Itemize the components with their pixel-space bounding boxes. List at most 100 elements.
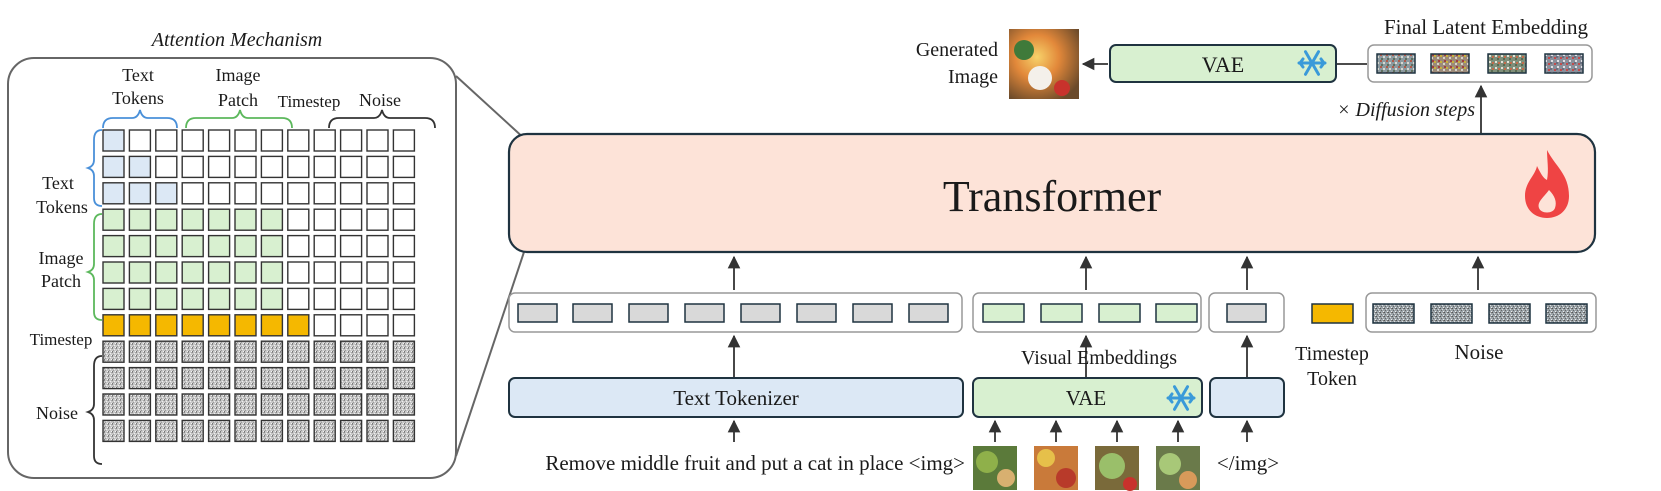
attention-cell xyxy=(181,208,204,231)
attention-cell xyxy=(155,393,178,416)
attention-cell xyxy=(207,419,231,443)
final-latent-label: Final Latent Embedding xyxy=(1384,15,1589,39)
attention-cell xyxy=(392,234,416,258)
attention-cell xyxy=(128,155,152,179)
attention-cell xyxy=(392,393,416,416)
attention-cell xyxy=(313,261,336,284)
attention-cell xyxy=(102,129,125,152)
attention-cell xyxy=(181,340,204,363)
attention-cell xyxy=(207,129,231,152)
text-token xyxy=(628,303,669,323)
generated-image-label-line1: Generated xyxy=(916,39,998,61)
attention-cell xyxy=(155,155,178,179)
text-token xyxy=(572,303,613,323)
attention-cell xyxy=(181,155,204,179)
input-image-patch-3 xyxy=(1095,446,1139,491)
attention-cell xyxy=(313,208,336,231)
noise-label: Noise xyxy=(1455,340,1504,364)
attention-cell xyxy=(128,208,152,231)
attention-cell xyxy=(155,208,178,231)
attention-cell xyxy=(313,287,336,311)
attention-cell xyxy=(128,129,152,152)
attention-cell xyxy=(260,366,284,390)
attention-cell xyxy=(392,287,416,311)
attention-cell xyxy=(287,287,310,311)
attention-cell xyxy=(260,155,284,179)
attention-cell xyxy=(207,208,231,231)
attention-cell xyxy=(207,340,231,363)
text-token xyxy=(852,303,893,323)
attention-cell xyxy=(181,366,204,390)
text-token-container xyxy=(508,292,963,333)
text-tokenizer-box xyxy=(508,377,964,418)
col-label-image-patch-line1: Image xyxy=(216,65,261,85)
attention-cell xyxy=(339,155,363,179)
attention-cell xyxy=(102,155,125,179)
attention-cell xyxy=(207,366,231,390)
attention-cell xyxy=(287,340,310,363)
attention-cell xyxy=(366,366,389,390)
attention-cell xyxy=(339,419,363,443)
attention-cell xyxy=(313,340,336,363)
text-tokenizer-label: Text Tokenizer xyxy=(673,386,799,410)
vae-decoder-box xyxy=(1109,44,1337,83)
attention-cell xyxy=(155,340,178,363)
attention-cell xyxy=(102,287,125,311)
attention-cell xyxy=(207,182,231,205)
col-label-text-tokens-line2: Tokens xyxy=(112,88,164,108)
attention-cell xyxy=(287,261,310,284)
row-brace-text xyxy=(85,129,103,207)
row-brace-image xyxy=(85,213,103,321)
attention-cell xyxy=(366,129,389,152)
attention-cell xyxy=(102,234,125,258)
row-label-text-tokens-line1: Text xyxy=(42,173,74,193)
attention-cell xyxy=(234,314,257,337)
attention-cell xyxy=(128,366,152,390)
attention-cell xyxy=(102,261,125,284)
input-image-patch-4 xyxy=(1156,446,1200,490)
attention-grid xyxy=(102,129,416,443)
attention-cell xyxy=(339,129,363,152)
row-brace-noise xyxy=(85,355,103,465)
final-latent-token-1 xyxy=(1376,53,1416,74)
attention-cell xyxy=(181,234,204,258)
attention-cell xyxy=(392,182,416,205)
attention-cell xyxy=(287,208,310,231)
endtag-tokenizer-box xyxy=(1209,377,1285,418)
vae-encoder-label: VAE xyxy=(1066,386,1106,410)
attention-cell xyxy=(339,314,363,337)
visual-token-container xyxy=(972,292,1202,333)
noise-token xyxy=(1545,303,1588,324)
visual-token xyxy=(1155,303,1198,323)
attention-cell xyxy=(392,340,416,363)
transformer-block xyxy=(507,132,1597,254)
prompt-text: Remove middle fruit and put a cat in pla… xyxy=(545,451,965,475)
col-label-noise: Noise xyxy=(359,90,401,110)
attention-title: Attention Mechanism xyxy=(150,29,323,51)
attention-cell xyxy=(102,340,125,363)
generated-image-strawberry xyxy=(1054,80,1070,96)
attention-cell xyxy=(128,287,152,311)
attention-cell xyxy=(339,261,363,284)
zoom-line-top xyxy=(455,75,527,141)
text-token-row xyxy=(517,303,949,323)
attention-cell xyxy=(207,261,231,284)
vae-encoder-box xyxy=(972,377,1203,418)
attention-cell xyxy=(128,234,152,258)
generated-image-cat xyxy=(1028,66,1052,90)
attention-cell xyxy=(392,314,416,337)
final-latent-container xyxy=(1367,44,1593,83)
attention-cell xyxy=(339,182,363,205)
attention-cell xyxy=(155,314,178,337)
endtag-token xyxy=(1226,303,1267,323)
attention-cell xyxy=(392,208,416,231)
attention-cell xyxy=(313,129,336,152)
attention-cell xyxy=(260,393,284,416)
attention-cell xyxy=(260,234,284,258)
attention-cell xyxy=(287,393,310,416)
final-latent-token-2 xyxy=(1430,53,1470,74)
noise-token xyxy=(1430,303,1473,324)
transformer-label: Transformer xyxy=(943,172,1162,221)
attention-cell xyxy=(339,287,363,311)
attention-cell xyxy=(234,129,257,152)
